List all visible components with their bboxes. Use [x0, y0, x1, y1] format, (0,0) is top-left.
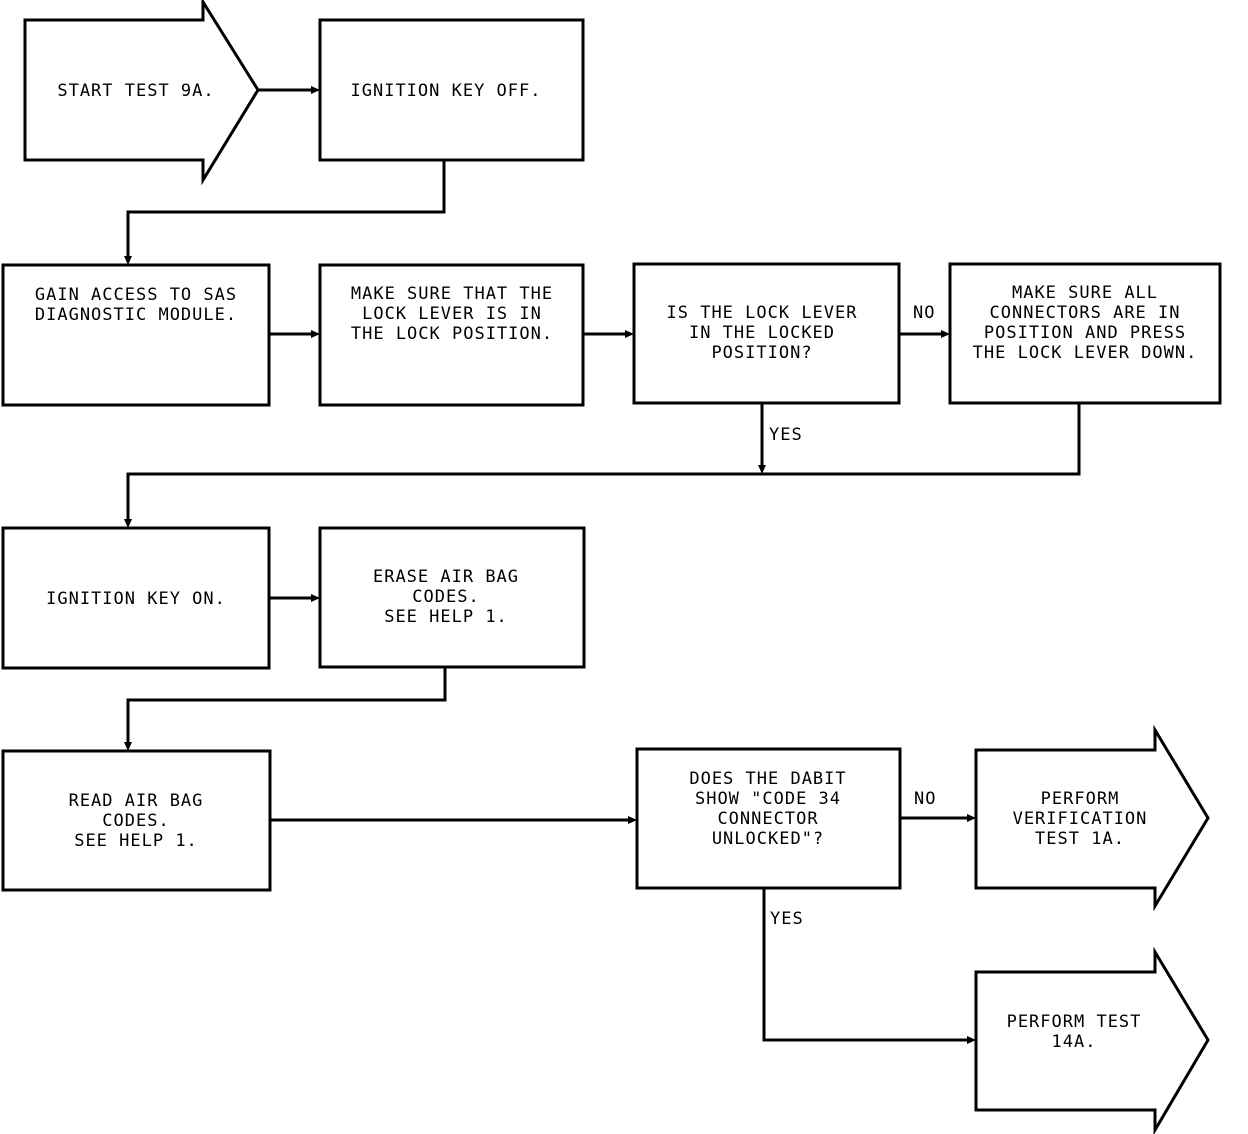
branch-no-label: NO	[913, 303, 935, 323]
arrowhead	[124, 742, 132, 751]
arrowhead	[311, 594, 320, 602]
erase-codes-box	[318, 526, 586, 669]
branch-no-label: NO	[914, 789, 936, 809]
label-line: THE LOCK POSITION.	[351, 324, 553, 344]
arrowhead	[758, 465, 766, 474]
arrowhead	[628, 816, 637, 824]
label-line: MAKE SURE ALL	[1012, 283, 1158, 303]
label-line: DOES THE DABIT	[689, 769, 846, 789]
arrowhead	[941, 330, 950, 338]
label-line: START TEST 9A.	[57, 81, 214, 101]
ignition-on-label: IGNITION KEY ON.	[46, 589, 226, 609]
label-line: PERFORM TEST	[1007, 1012, 1142, 1032]
connector	[762, 888, 970, 1042]
label-line: GAIN ACCESS TO SAS	[35, 285, 237, 305]
label-line: IN THE LOCKED	[689, 323, 835, 343]
label-line: SEE HELP 1.	[384, 607, 508, 627]
branch-yes-label: YES	[770, 909, 804, 929]
label-line: CODES.	[102, 811, 169, 831]
label-line: SHOW "CODE 34	[695, 789, 841, 809]
label-line: TEST 1A.	[1035, 829, 1125, 849]
label-line: PERFORM	[1041, 789, 1120, 809]
label-line: 14A.	[1052, 1032, 1097, 1052]
label-line: POSITION AND PRESS	[984, 323, 1186, 343]
label-line: DIAGNOSTIC MODULE.	[35, 305, 237, 325]
connector	[126, 403, 1081, 521]
ignition-off-box	[318, 18, 585, 162]
arrowhead	[311, 330, 320, 338]
start-node	[23, 0, 260, 186]
arrowhead	[967, 814, 976, 822]
label-line: ERASE AIR BAG	[373, 567, 519, 587]
label-line: SEE HELP 1.	[74, 831, 198, 851]
arrowhead	[311, 86, 320, 94]
label-line: CONNECTORS ARE IN	[990, 303, 1181, 323]
label-line: IGNITION KEY OFF.	[351, 81, 542, 101]
make-sure-connectors-box	[948, 262, 1222, 405]
label-line: IGNITION KEY ON.	[46, 589, 226, 609]
label-line: VERIFICATION	[1013, 809, 1148, 829]
start-label: START TEST 9A.	[57, 81, 214, 101]
label-line: UNLOCKED"?	[712, 829, 824, 849]
perform-test-14a-node	[974, 946, 1210, 1134]
label-line: POSITION?	[711, 343, 812, 363]
arrowhead	[967, 1036, 976, 1044]
label-line: LOCK LEVER IS IN	[362, 304, 542, 324]
branch-yes-label: YES	[769, 425, 803, 445]
label-line: THE LOCK LEVER DOWN.	[973, 343, 1198, 363]
make-sure-lock-box	[318, 263, 585, 407]
label-line: IS THE LOCK LEVER	[667, 303, 858, 323]
ignition-off-label: IGNITION KEY OFF.	[351, 81, 542, 101]
connector	[126, 667, 447, 744]
arrowhead	[124, 256, 132, 265]
label-line: READ AIR BAG	[69, 791, 204, 811]
arrowhead	[625, 330, 634, 338]
connector	[126, 160, 446, 258]
arrowhead	[124, 519, 132, 528]
ignition-on-box	[1, 526, 271, 670]
label-line: CODES.	[412, 587, 479, 607]
perform-verification-node	[974, 724, 1210, 912]
label-line: MAKE SURE THAT THE	[351, 284, 553, 304]
label-line: CONNECTOR	[717, 809, 818, 829]
is-locked-decision-box	[632, 262, 901, 405]
gain-access-box	[1, 263, 271, 407]
